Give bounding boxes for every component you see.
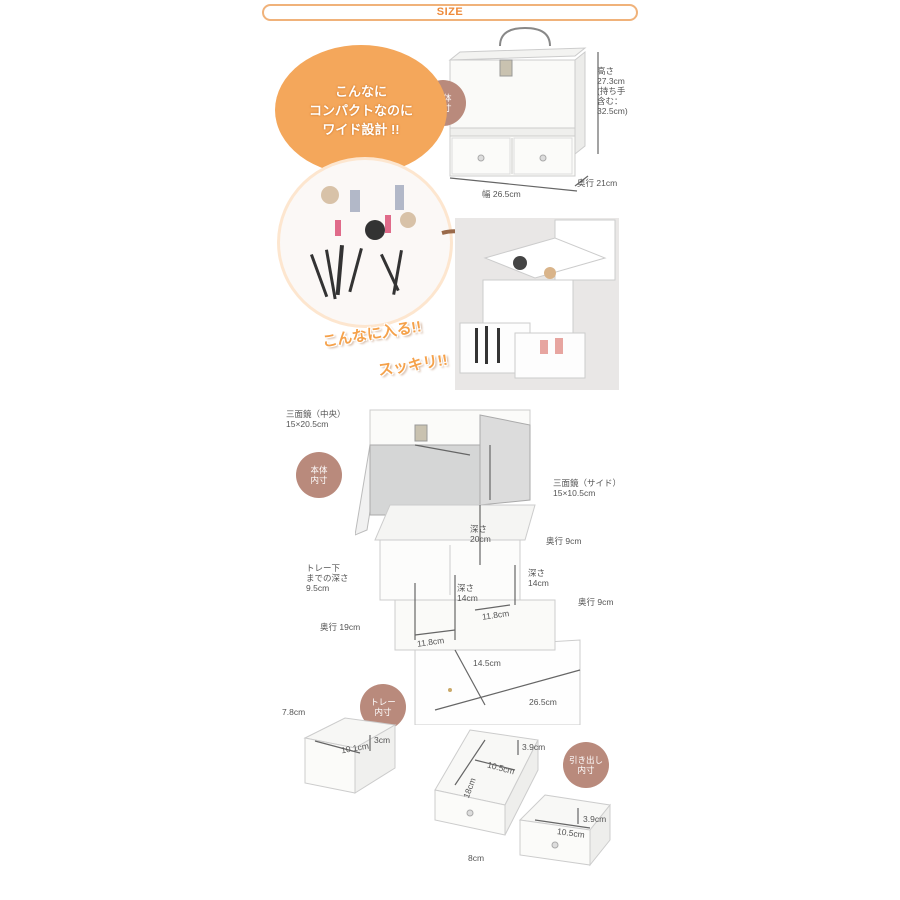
mirror-side-label: 三面鏡（サイド） 15×10.5cm	[553, 478, 622, 498]
exterior-box-illustration	[448, 26, 599, 192]
drawer-large-height-label: 3.9cm	[522, 742, 546, 752]
depth-9-top-label: 奥行 9cm	[546, 536, 582, 546]
height-label: 高さ 27.3cm (持ち手 含む： 32.5cm)	[597, 66, 628, 116]
compact-wide-callout: こんなに コンパクトなのに ワイド設計 !!	[275, 45, 447, 175]
width-26-5-label: 26.5cm	[529, 697, 557, 707]
tray-badge: トレー 内寸	[360, 684, 406, 730]
cosmetics-icons	[310, 185, 416, 300]
tray-height-label: 3cm	[374, 735, 391, 745]
width-14-5-label: 14.5cm	[473, 658, 501, 668]
width-label: 幅 26.5cm	[482, 189, 521, 199]
tray-depth-label: 7.8cm	[282, 707, 306, 717]
packed-box-photo	[455, 218, 619, 390]
tray-illustration	[303, 717, 397, 794]
packed-box-illustration	[459, 219, 616, 379]
interior-box-illustration	[355, 409, 581, 725]
drawer-badge: 引き出し 内寸	[563, 742, 609, 788]
cosmetics-scatter-image	[280, 160, 450, 325]
depth-14-right-label: 深さ 14cm	[528, 568, 549, 588]
depth-label: 奥行 21cm	[577, 178, 618, 188]
depth-14-left-label: 深さ 14cm	[457, 583, 478, 603]
tray-under-label: トレー下 までの深さ 9.5cm	[306, 563, 349, 593]
drawer-small-depth-label: 8cm	[468, 853, 485, 863]
depth-20-label: 深さ 20cm	[470, 524, 491, 544]
drawer-small-illustration	[518, 794, 611, 867]
drawer-large-illustration	[434, 729, 539, 836]
interior-badge: 本体 内寸	[296, 452, 342, 498]
tidy-text: スッキリ!!	[377, 351, 449, 380]
depth-9-right-label: 奥行 9cm	[578, 597, 614, 607]
depth-19-label: 奥行 19cm	[320, 622, 361, 632]
size-header: SIZE	[262, 4, 638, 21]
mirror-center-label: 三面鏡（中央） 15×20.5cm	[286, 409, 346, 429]
drawer-small-height-label: 3.9cm	[583, 814, 607, 824]
size-title: SIZE	[436, 6, 464, 18]
